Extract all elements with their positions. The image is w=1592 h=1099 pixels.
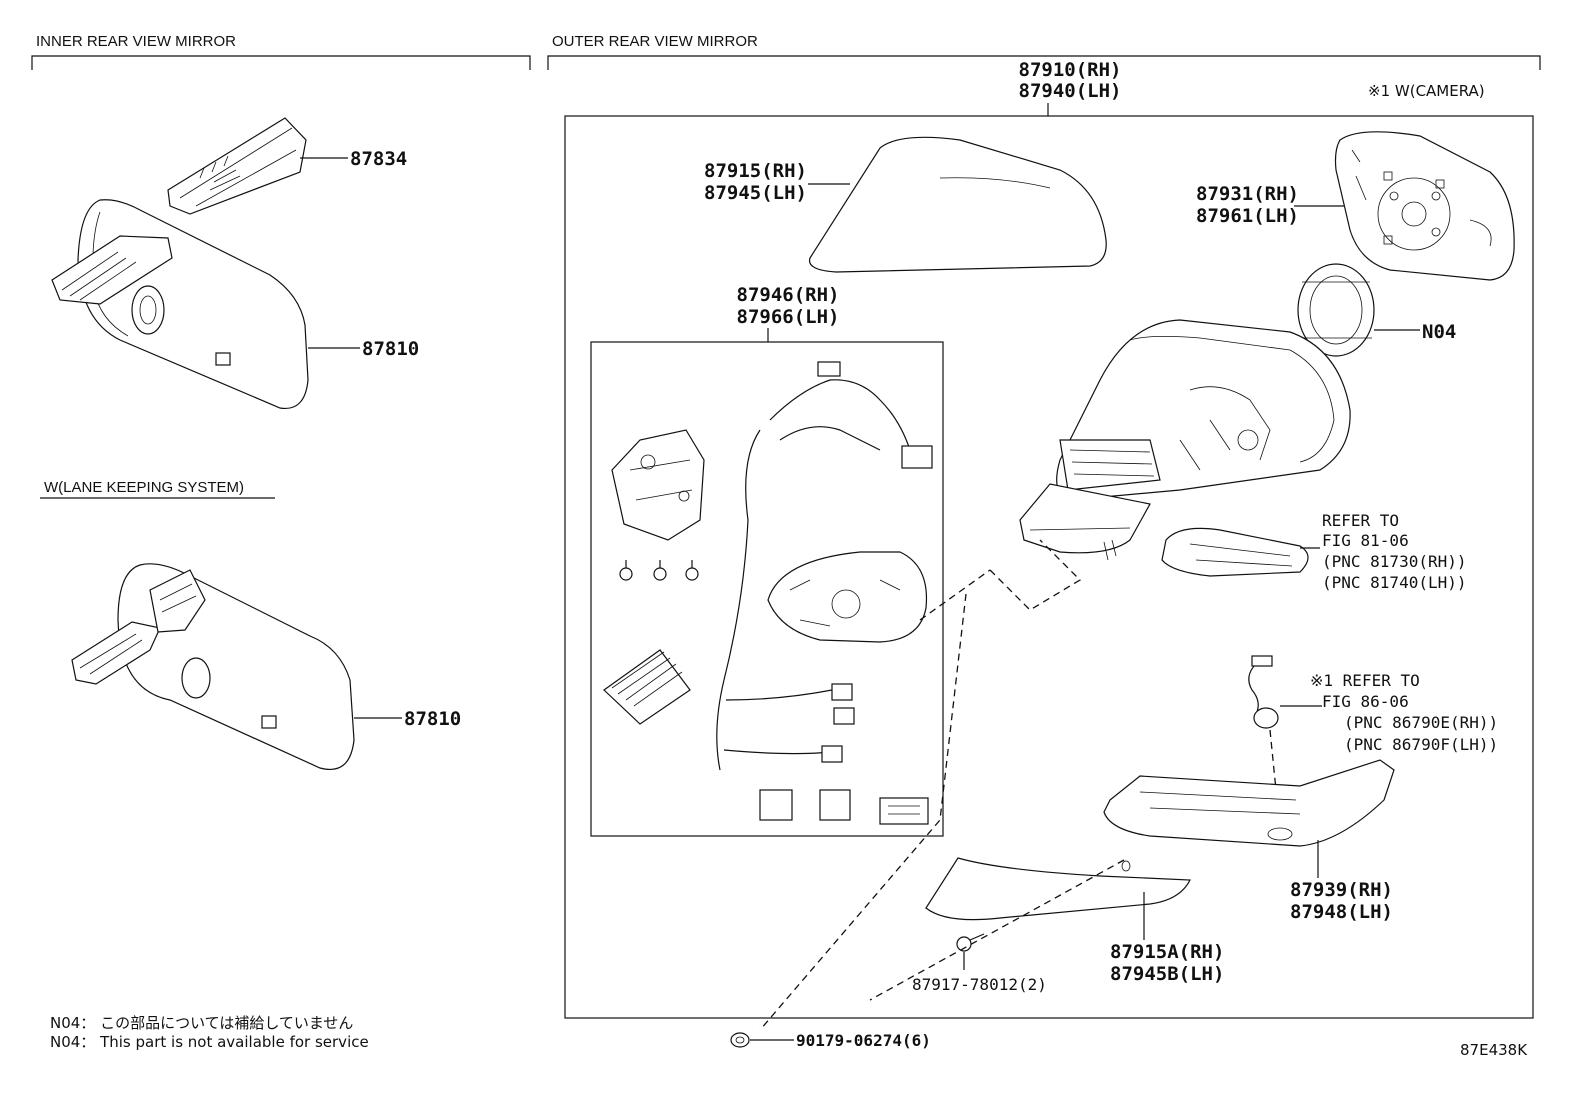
assembly-guide-dash-d <box>869 859 1125 1001</box>
assembly-guide-dash-a <box>989 539 1082 611</box>
part-number-n04: N04 <box>1422 321 1456 343</box>
inner-mirror-section-title: INNER REAR VIEW MIRROR <box>36 33 236 50</box>
clip-90179-drawing <box>730 1032 750 1048</box>
refer-fig-86-06: FIG 86-06 <box>1322 692 1409 711</box>
outer-mirror-section-title: OUTER REAR VIEW MIRROR <box>552 33 758 50</box>
part-number-87939: 87939(RH) <box>1290 879 1393 901</box>
inner-mirror-87810-drawing <box>51 199 309 410</box>
assembly-guide-dash-c <box>919 569 991 621</box>
outer-section-bracket <box>547 55 1541 70</box>
part-number-87948: 87948(LH) <box>1290 901 1393 923</box>
figure-id: 87E438K <box>1460 1041 1528 1059</box>
part-number-87810-lane: 87810 <box>404 708 461 730</box>
side-camera-drawing <box>1248 655 1279 729</box>
screw-87917-drawing <box>956 933 985 952</box>
part-number-87946: 87946(RH) <box>737 284 840 306</box>
part-number-87917: 87917-78012(2) <box>912 975 1047 994</box>
refer-to-label-1: REFER TO <box>1322 511 1399 530</box>
inner-mirror-lane-keeping-87810-drawing <box>71 563 355 770</box>
refer-to-label-2: ※1 REFER TO <box>1310 671 1420 690</box>
harness-subassembly-frame <box>590 341 944 837</box>
mirror-actuator-n04-drawing <box>1297 263 1375 357</box>
mirror-lower-cover-87939-drawing <box>1103 759 1395 847</box>
part-number-87915: 87915(RH) <box>704 160 807 182</box>
footnote-n04-english: N04： This part is not available for serv… <box>50 1033 369 1051</box>
part-number-87931: 87931(RH) <box>1196 183 1299 205</box>
turn-signal-lamp-drawing <box>1161 527 1309 577</box>
inner-mirror-bracket-87834-drawing <box>167 117 307 215</box>
part-number-87966: 87966(LH) <box>737 306 840 328</box>
refer-pnc-86790e: (PNC 86790E(RH)) <box>1344 713 1498 732</box>
mirror-glass-87931-drawing <box>1334 131 1515 281</box>
mirror-housing-drawing <box>1019 319 1351 561</box>
footnote-n04-japanese: N04： この部品については補給していません <box>50 1014 353 1032</box>
harness-motor-drawing <box>611 429 705 541</box>
harness-clips-drawing <box>759 789 929 825</box>
part-number-87945b: 87945B(LH) <box>1110 963 1224 985</box>
assembly-guide-dash-camera <box>1269 729 1277 791</box>
part-number-87834: 87834 <box>350 148 407 170</box>
refer-fig-81-06: FIG 81-06 <box>1322 531 1409 550</box>
harness-heater-plate-drawing <box>767 551 928 643</box>
part-number-87940: 87940(LH) <box>1019 80 1122 102</box>
camera-condition-note: ※1 W(CAMERA) <box>1368 82 1485 100</box>
mirror-cover-87915-drawing <box>808 136 1107 273</box>
harness-screws-drawing <box>619 560 699 581</box>
lane-keeping-section-title: W(LANE KEEPING SYSTEM) <box>44 479 244 496</box>
mirror-garnish-87915a-drawing <box>925 857 1191 921</box>
part-number-90179: 90179-06274(6) <box>796 1031 931 1050</box>
part-number-87915a: 87915A(RH) <box>1110 941 1224 963</box>
part-number-87810-top: 87810 <box>362 338 419 360</box>
assembly-guide-dash-b <box>759 593 967 1031</box>
part-number-87961: 87961(LH) <box>1196 205 1299 227</box>
part-number-87945: 87945(LH) <box>704 182 807 204</box>
harness-wires-drawing <box>716 361 933 771</box>
part-number-87910: 87910(RH) <box>1019 59 1122 81</box>
harness-connector-block-drawing <box>603 649 691 725</box>
inner-section-bracket <box>31 55 531 70</box>
refer-pnc-81730: (PNC 81730(RH)) <box>1322 552 1467 571</box>
outer-mirror-assembly-frame <box>564 115 1534 1019</box>
refer-pnc-81740: (PNC 81740(LH)) <box>1322 573 1467 592</box>
refer-pnc-86790f: (PNC 86790F(LH)) <box>1344 735 1498 754</box>
